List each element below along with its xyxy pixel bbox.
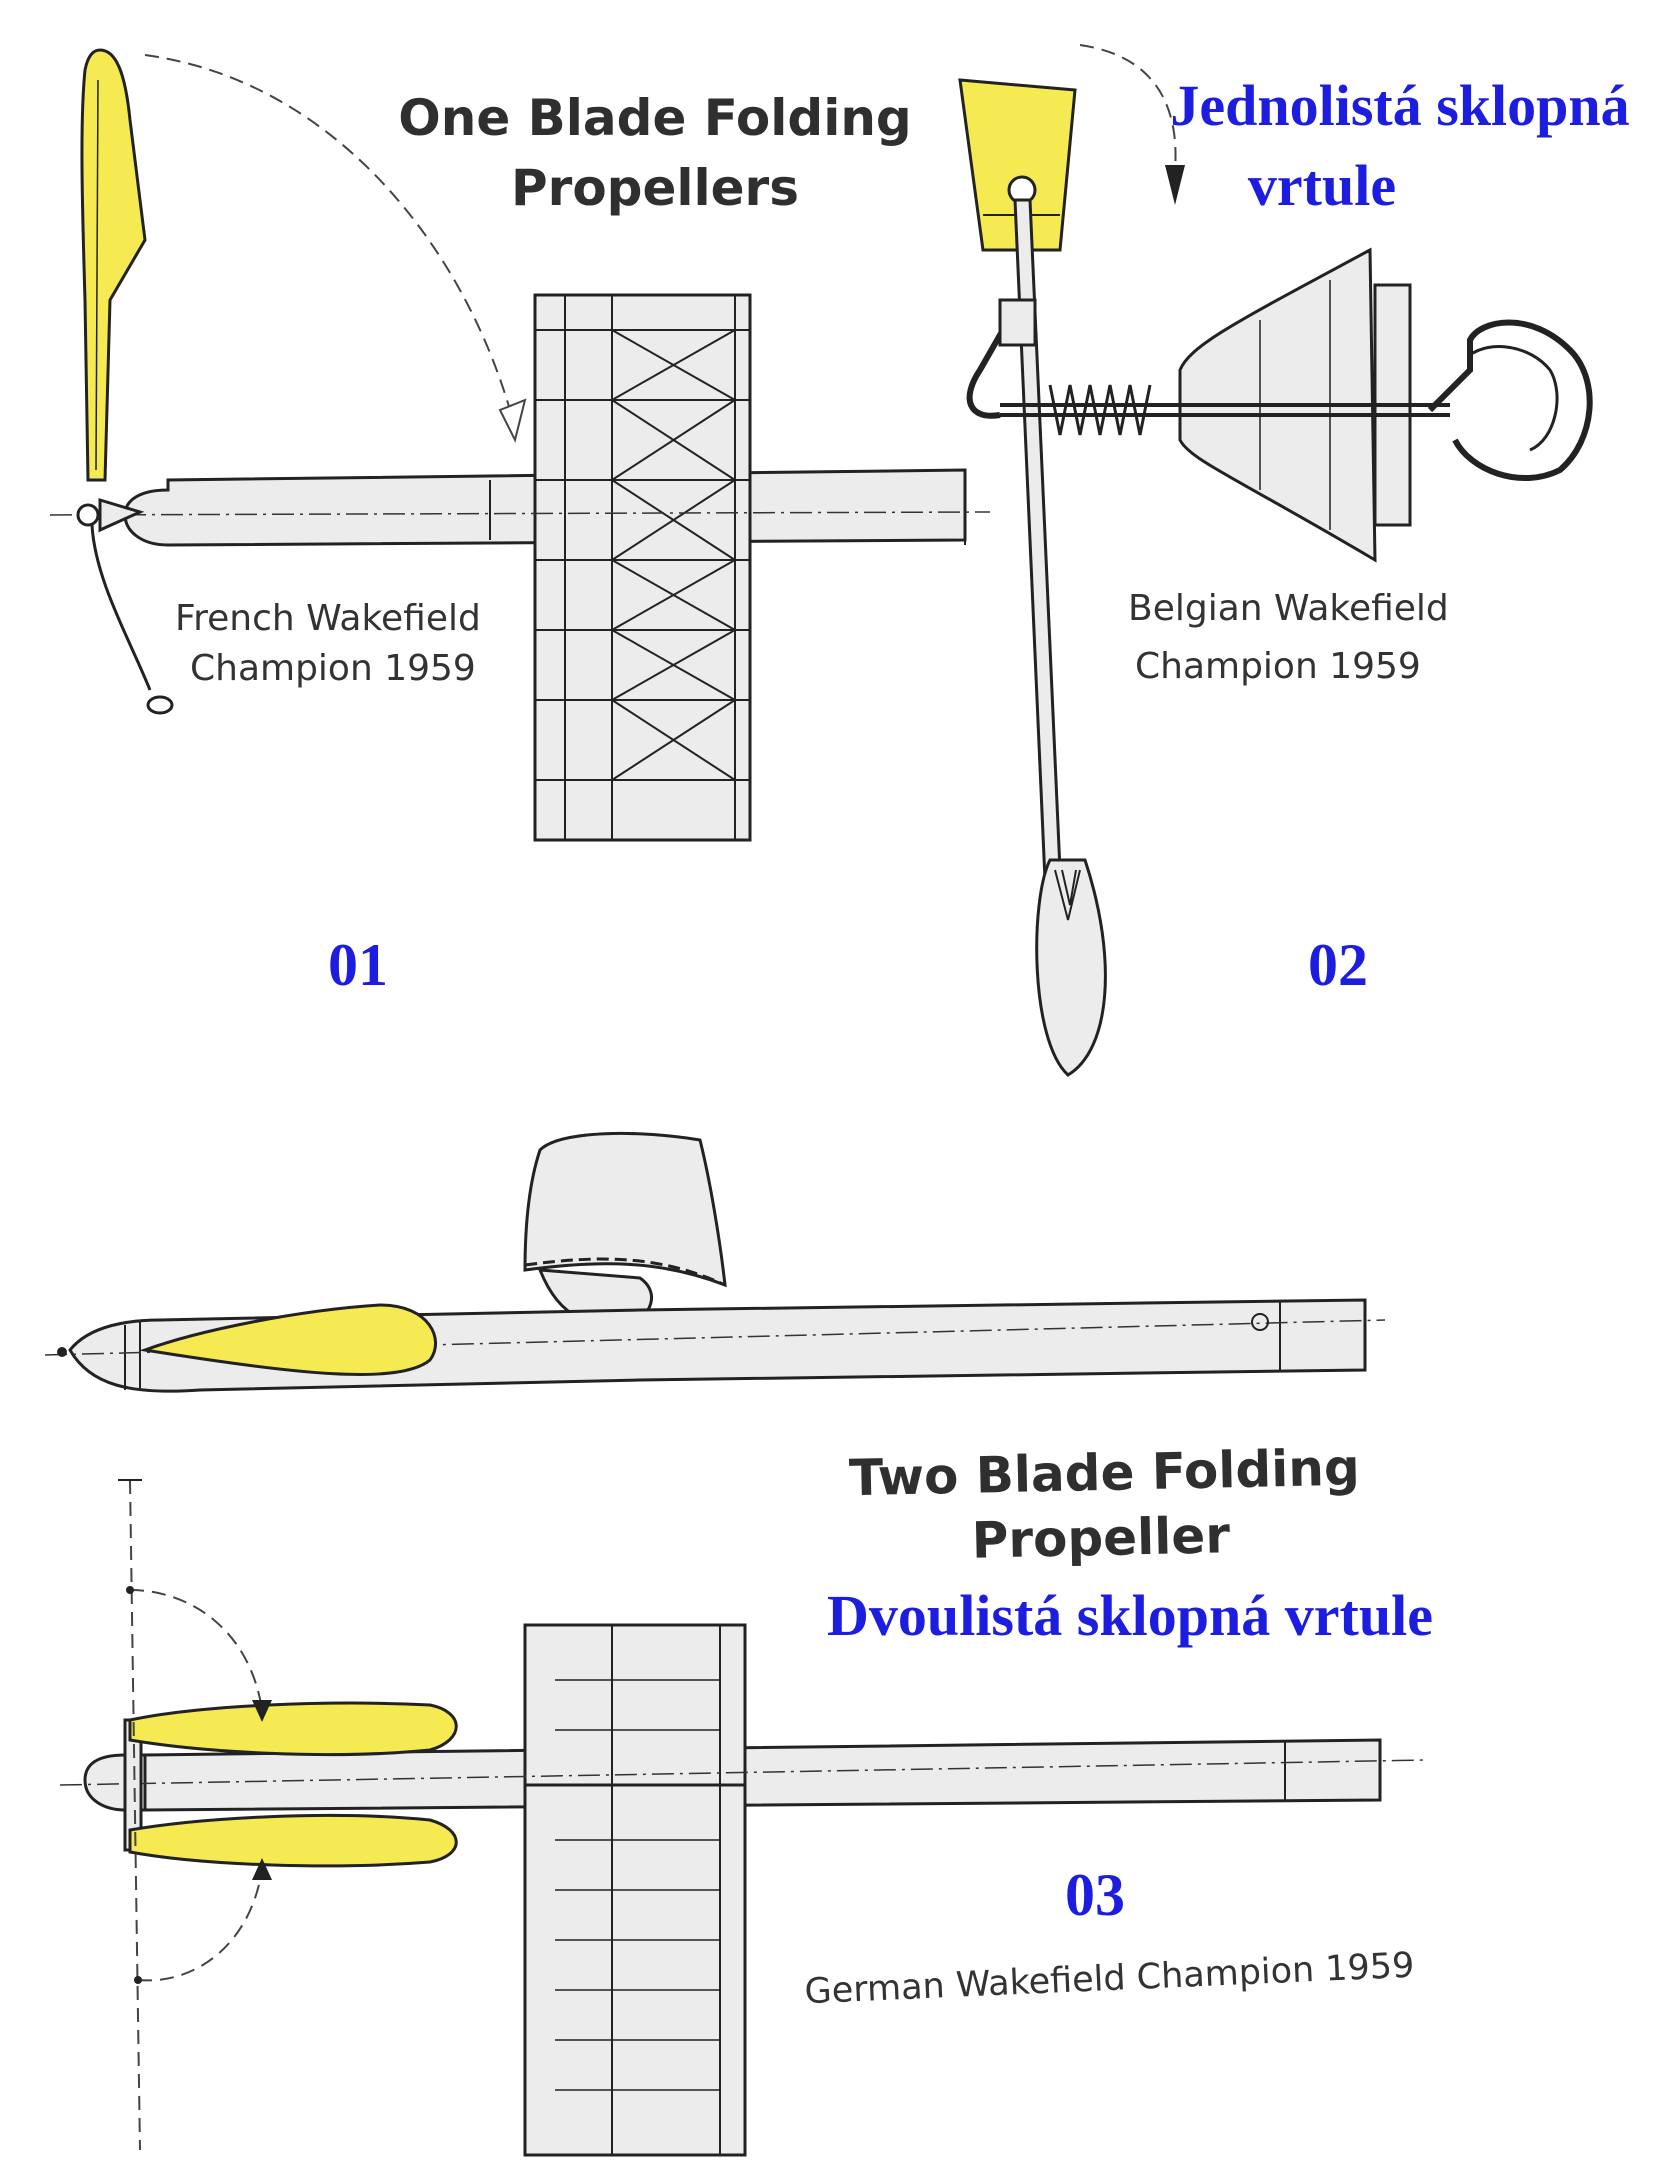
heading-one-blade-line2: Propellers: [511, 159, 799, 217]
fig02-blade-root: [958, 78, 1077, 252]
heading-one-blade-cz-line2: vrtule: [1248, 153, 1396, 218]
figure-01-french-propeller: [49, 48, 991, 842]
caption-belgian-line2: Champion 1959: [1135, 646, 1421, 687]
heading-one-blade-czech: Jednolistá sklopná vrtule: [1170, 73, 1629, 218]
figure-number-02: 02: [1308, 932, 1368, 998]
heading-two-blade: Two Blade Folding Propeller: [849, 1439, 1361, 1570]
heading-two-blade-line2: Propeller: [971, 1506, 1231, 1569]
figure-03-german-side-view: [44, 1131, 1386, 1393]
fig01-fold-arc: [144, 54, 511, 411]
figure-03-german-top-view: [59, 1479, 1426, 2157]
caption-french-line2: Champion 1959: [190, 648, 476, 689]
fig01-wing-ribs: [535, 295, 750, 840]
figure-number-03: 03: [1065, 1862, 1125, 1928]
heading-two-blade-line1: Two Blade Folding: [849, 1439, 1361, 1508]
fig03-folded-blade-side: [139, 1303, 437, 1376]
heading-one-blade-line1: One Blade Folding: [398, 89, 911, 147]
fig03-wing-ribs: [555, 1679, 720, 2091]
fig01-blade: [80, 48, 147, 482]
fig03-upper-blade: [128, 1701, 458, 1757]
caption-french-line1: French Wakefield: [175, 598, 481, 639]
heading-one-blade: One Blade Folding Propellers: [398, 89, 911, 217]
figure-02-belgian-propeller: [958, 44, 1593, 1077]
caption-german: German Wakefield Champion 1959: [804, 1946, 1415, 2013]
fig03-lower-blade: [128, 1813, 458, 1868]
caption-belgian-line1: Belgian Wakefield: [1128, 588, 1449, 629]
fig02-blade-tip: [1035, 858, 1107, 1077]
figure-number-01: 01: [328, 932, 388, 998]
fig03-fin: [523, 1131, 727, 1288]
heading-one-blade-cz-line1: Jednolistá sklopná: [1170, 73, 1629, 138]
fig02-fold-arc: [1079, 44, 1177, 171]
fig01-wing: [533, 293, 752, 842]
heading-two-blade-czech: Dvoulistá sklopná vrtule: [827, 1583, 1433, 1648]
